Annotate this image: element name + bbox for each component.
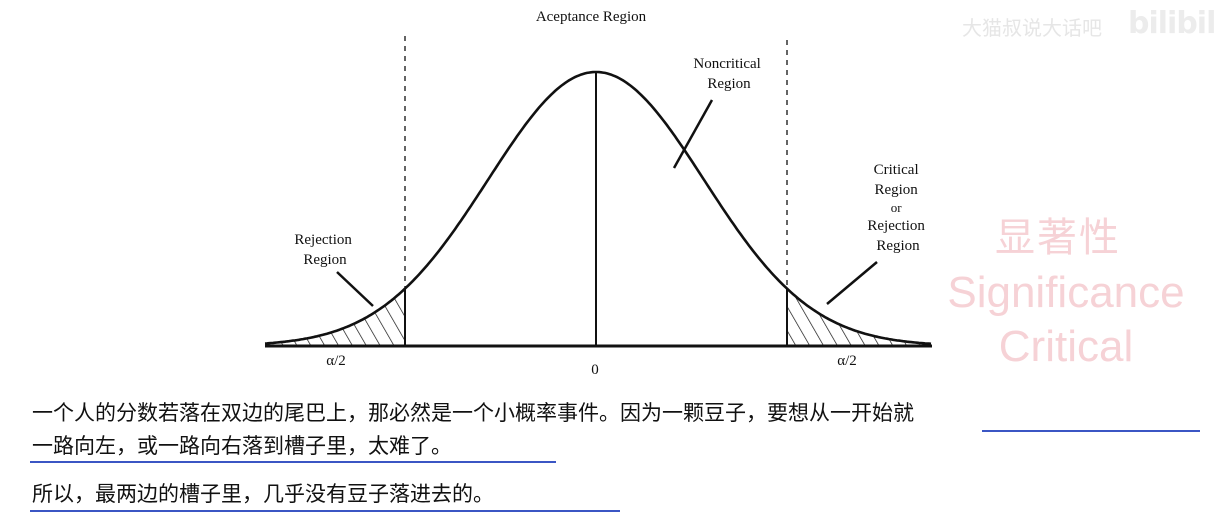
noncritical-label: Noncritical Region [693,56,764,92]
diagram-title: Aceptance Region [536,9,647,25]
significance-watermark-cn: 显著性 [995,215,1121,261]
caption-underline-2 [30,461,556,463]
critical-pointer [826,261,878,305]
alpha-right-label: α/2 [837,353,857,369]
rejection-pointer [336,271,374,307]
caption-line-1: 一个人的分数若落在双边的尾巴上，那必然是一个小概率事件。因为一颗豆子，要想从一开… [32,401,914,425]
left-tail-hatched-area [265,288,405,346]
channel-watermark: 大猫叔说大话吧 [962,16,1102,40]
caption-line-3: 所以，最两边的槽子里，几乎没有豆子落进去的。 [32,482,494,506]
rejection-region-label: Rejection Region [294,232,355,268]
critical-region-label: Critical Region or Rejection Region [867,162,928,254]
caption-line-2: 一路向左，或一路向右落到槽子里，太难了。 [32,434,452,458]
zero-label: 0 [591,362,599,378]
alpha-left-label: α/2 [326,353,346,369]
caption-underline-1 [982,430,1200,432]
bilibili-logo: bilibili [1128,6,1214,41]
caption-underline-3 [30,510,620,512]
noncritical-pointer [672,99,714,169]
critical-watermark-en: Critical [998,322,1134,371]
right-tail-hatched-area [787,288,932,346]
significance-watermark-en: Significance [947,268,1185,317]
bell-curve [264,70,932,346]
normal-distribution-diagram: Aceptance Region Noncritical Region Reje… [264,9,932,378]
